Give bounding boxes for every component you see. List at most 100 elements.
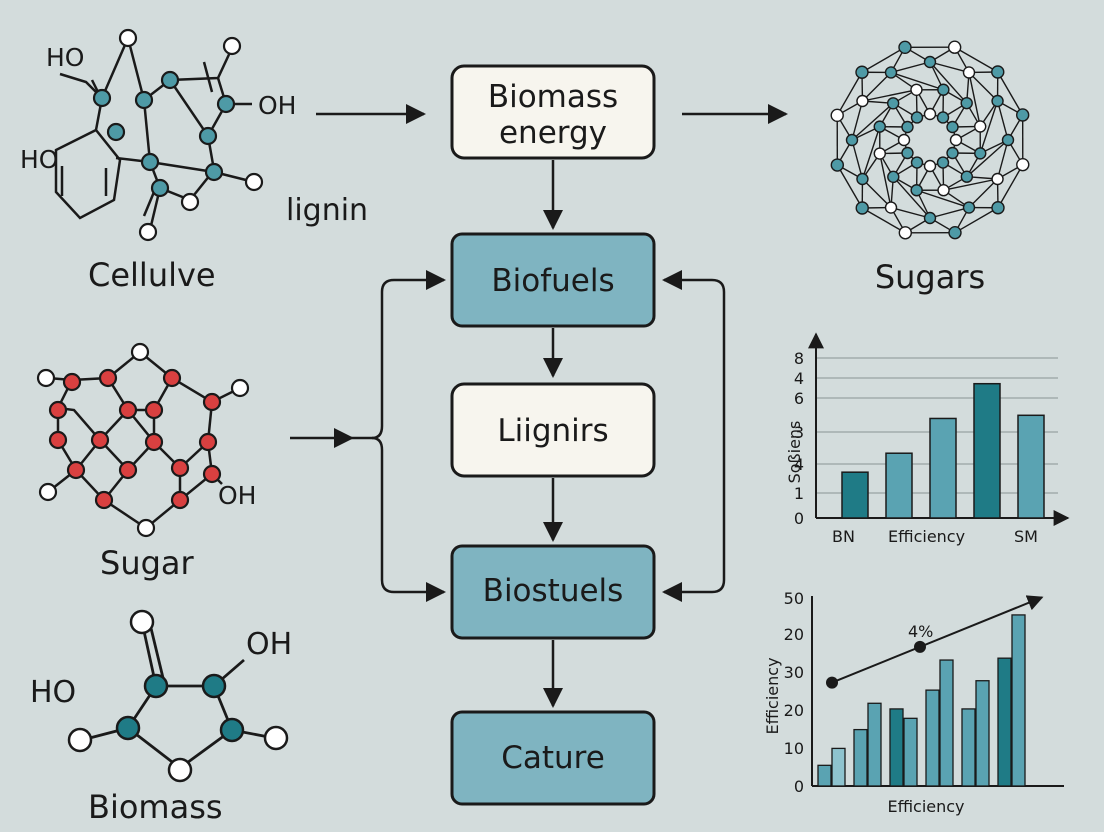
chart2-y-tick-label: 50 [784,589,804,608]
network-bond [916,189,970,209]
network-atom [910,111,924,124]
right-loop-connector-down [662,430,726,602]
network-bond [954,46,999,73]
chart1-y-label: Soßiens [785,421,804,484]
flow-box-biomass-energy: Biomass energy [450,64,656,160]
chart1-bar [1017,414,1045,519]
network-bond [929,61,968,104]
network-atom [887,170,900,184]
network-bond [851,139,864,180]
chart2-y-tick-label: 20 [784,625,804,644]
network-bond [968,178,999,209]
network-atom [974,147,987,160]
chart2-trend-point [914,640,926,653]
network-bond [954,207,999,234]
network-atom [873,120,886,133]
network-atom [910,83,923,96]
chart2-bar [925,689,940,787]
network-bond [929,61,970,74]
flow-box-biomass-energy-line1: Biomass [488,79,618,115]
left-bracket-connector [352,270,446,440]
network-bond [862,89,917,102]
network-atom [897,133,911,147]
flow-box-biomass-energy-line2: energy [499,115,607,151]
network-atom [962,66,976,79]
chart1-bar [885,452,913,519]
chart2-bar [889,708,904,787]
molecule-cellulose [54,37,255,231]
network-atom [962,201,976,214]
molecule-biomass-name: Biomass [88,788,223,826]
network-atom [991,172,1004,186]
chart1-x-tick-label: SM [1014,527,1038,546]
network-atom [855,201,869,215]
network-atom [960,170,974,183]
chart2-y-tick-label: 0 [794,777,804,796]
left-bracket-connector-lower [371,436,446,602]
chart2-bar [1011,614,1026,787]
chart1-y-tick-label: 4 [794,369,804,388]
network-atom [974,120,987,133]
network-bond [836,164,863,209]
chart2-bar [867,702,882,787]
chart1-y-tick-label: 6 [794,389,804,408]
flow-box-liignirs: Liignirs [450,382,656,478]
flow-box-biofuels-label: Biofuels [491,263,614,299]
network-bond [851,100,864,141]
network-atom [856,172,869,186]
sugars-molecular-network [830,40,1030,240]
network-atom [947,40,962,54]
flow-box-cature: Cature [450,710,656,806]
network-atom [830,108,844,123]
network-bond [966,139,1009,178]
network-atom [946,120,959,134]
chart2-bar [961,708,976,787]
chart1-y-tick-label: 1 [794,484,804,503]
network-atom [901,120,914,134]
network-atom [910,184,923,197]
chart2-y-tick-label: 20 [784,701,804,720]
flow-box-biostuels: Biostuels [450,544,656,640]
network-bond [968,71,999,102]
network-bond [890,71,944,91]
network-bond [996,100,1009,141]
network-bond [851,102,894,141]
molecule-cellulose-ho-top: HO [46,43,84,72]
network-atom [898,40,912,55]
chart2-y-tick-label: 10 [784,739,804,758]
network-bond [861,207,906,234]
molecule-biomass-ho: HO [30,675,76,710]
molecule-biomass-atoms [67,609,289,783]
chart2-trend-label: 4% [908,622,933,641]
flow-box-biostuels-label: Biostuels [483,573,624,609]
chart2-bar [975,680,990,787]
network-bond [997,164,1024,209]
network-atom [960,96,973,110]
network-bond [968,72,981,127]
chart2-bar [853,728,868,787]
network-atom [936,111,950,124]
flow-box-liignirs-label: Liignirs [497,413,608,449]
network-bond [861,178,892,209]
chart2-y-label: Efficiency [763,657,782,734]
chart1-bar [841,471,869,519]
network-atom [949,133,963,147]
network-atom [937,83,950,96]
network-bond [943,178,998,191]
chart2-y-tick-label: 30 [784,663,804,682]
chart1-x-tick-label: BN [832,527,855,546]
network-atom [856,94,869,108]
chart1-y-tick-label: 4 [794,455,804,474]
network-bond [997,71,1024,116]
molecule-sugar-atoms [36,342,250,538]
sugars-network-name: Sugars [875,258,985,296]
network-bond [979,100,999,154]
chart1-bar [973,382,1001,519]
network-atom [884,201,898,214]
network-atom [991,201,1005,215]
molecule-cellulose-atoms [92,28,264,242]
network-atom [991,65,1005,79]
